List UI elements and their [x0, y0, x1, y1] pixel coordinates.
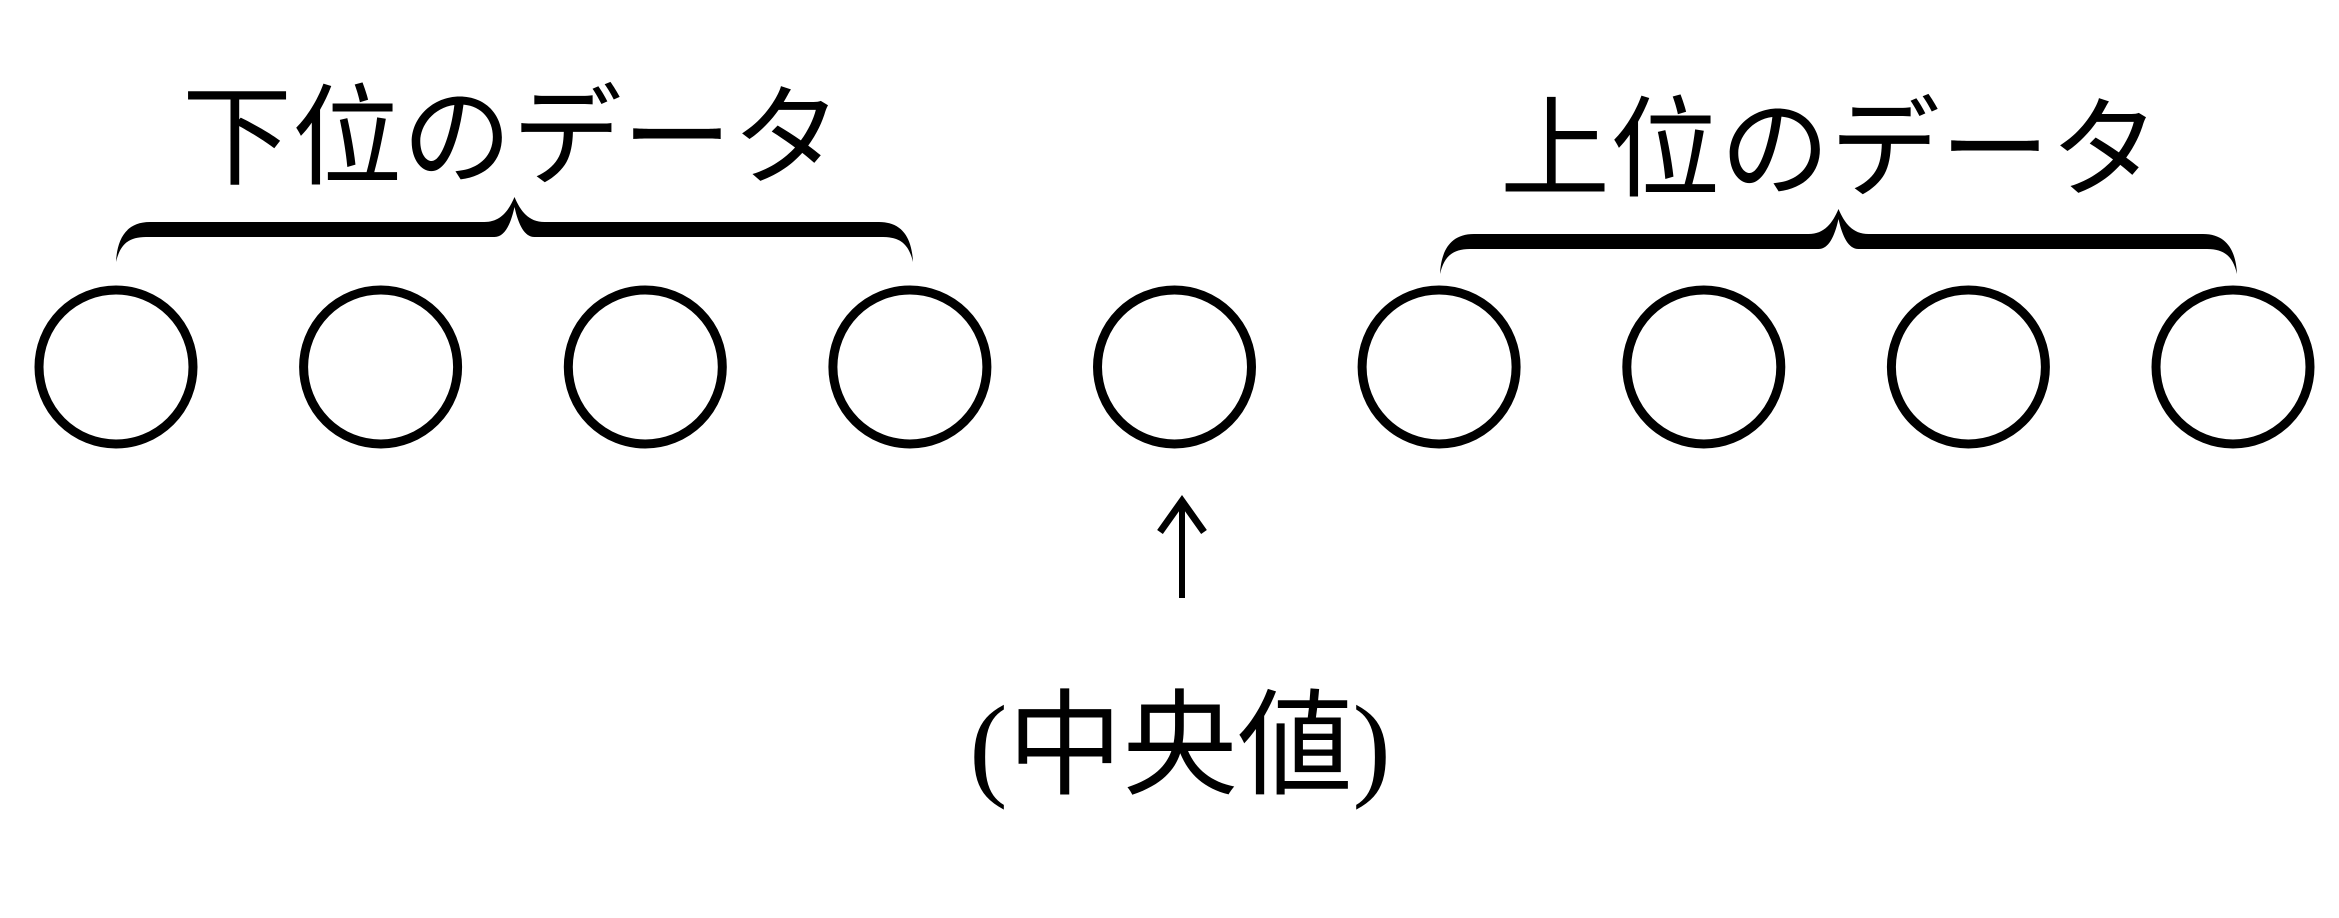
- data-circle: [299, 285, 463, 449]
- data-circle: [828, 285, 992, 449]
- data-circle: [1622, 285, 1786, 449]
- median-circle: [1093, 285, 1256, 449]
- data-circle: [2151, 285, 2315, 449]
- data-circle: [563, 285, 727, 449]
- lower-group-label: 下位のデータ: [182, 77, 842, 200]
- upper-group-label: 上位のデータ: [1500, 89, 2160, 212]
- lower-group-brace-icon: [116, 197, 913, 262]
- data-circle: [34, 285, 198, 449]
- data-circle: [1886, 285, 2050, 449]
- up-arrow-icon: [1157, 494, 1207, 598]
- median-label: (中央値): [969, 683, 1391, 810]
- data-circle: [1357, 285, 1521, 449]
- data-circles-row: [34, 285, 2315, 449]
- upper-group-brace-icon: [1440, 209, 2237, 274]
